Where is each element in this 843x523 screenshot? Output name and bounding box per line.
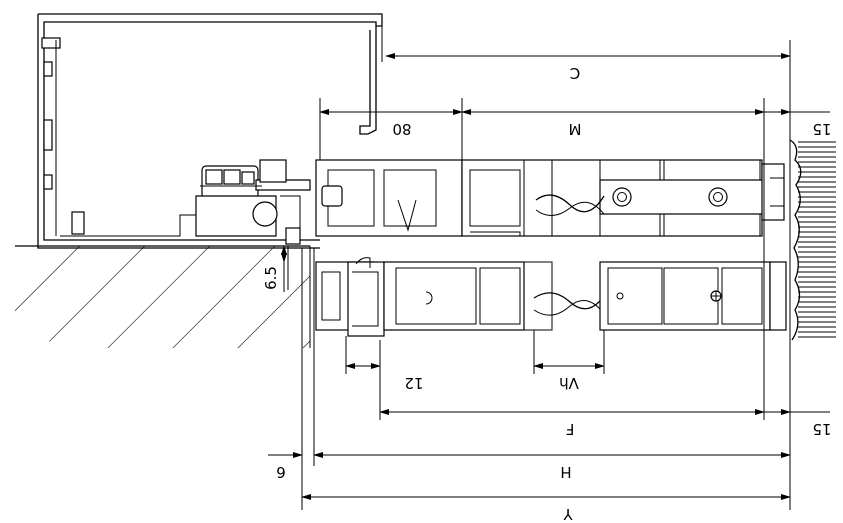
label-top-15: 15 <box>812 120 831 138</box>
top-frame-profile <box>37 13 383 249</box>
label-Vh: Vh <box>559 374 579 392</box>
label-Y: Y <box>563 505 574 523</box>
label-6-5: 6.5 <box>262 266 280 290</box>
label-M: M <box>569 120 582 138</box>
floor-section <box>15 245 311 348</box>
roller-carriage <box>195 159 311 245</box>
wall-hatching-right <box>789 139 836 341</box>
label-80: 80 <box>392 120 411 138</box>
label-12: 12 <box>404 374 423 392</box>
label-bottom-15: 15 <box>812 420 831 438</box>
dimension-labels: C 80 M 15 6.5 12 Vh F 15 6 H Y <box>262 64 832 523</box>
label-H: H <box>560 463 571 481</box>
upper-sash <box>315 159 785 237</box>
label-6: 6 <box>276 463 286 481</box>
label-F: F <box>566 420 575 438</box>
lower-sash <box>315 257 787 337</box>
extension-lines <box>287 26 791 510</box>
dimension-lines <box>268 53 830 500</box>
label-C: C <box>570 64 580 82</box>
